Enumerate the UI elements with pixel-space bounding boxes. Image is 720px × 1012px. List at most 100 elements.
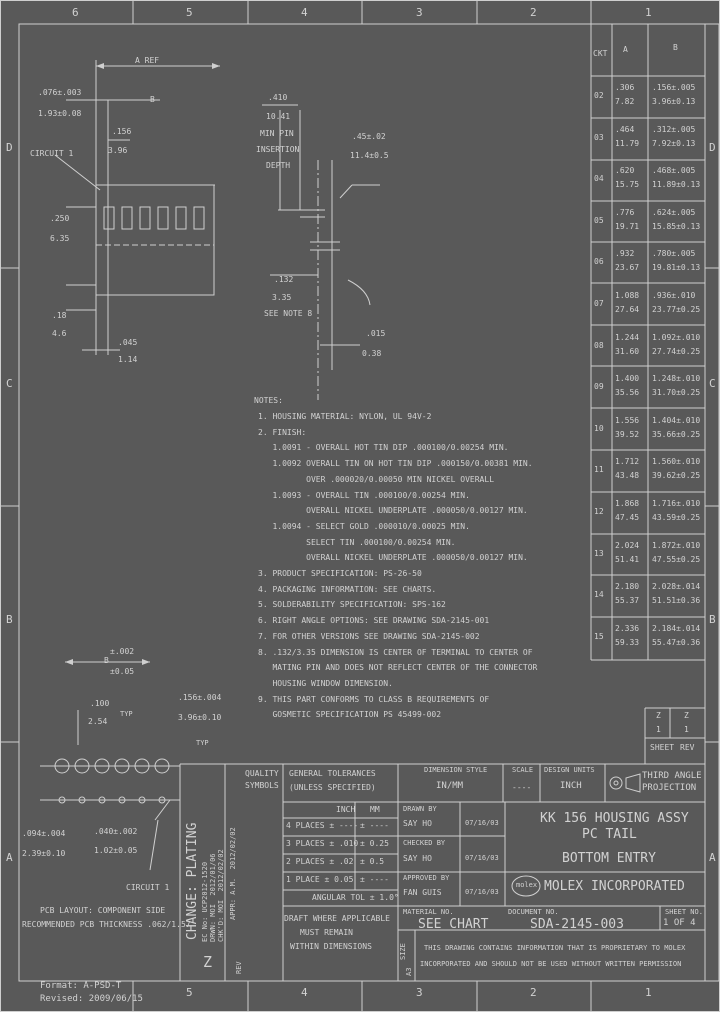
table-cell-b-mm: 47.55±0.25 xyxy=(652,554,701,564)
table-cell-b-mm: 27.74±0.25 xyxy=(652,346,701,356)
note-line: MATING PIN AND DOES NOT REFLECT CENTER O… xyxy=(258,663,538,673)
note-line: 1.0094 - SELECT GOLD .000010/0.00025 MIN… xyxy=(258,521,470,531)
note-line: 1. HOUSING MATERIAL: NYLON, UL 94V-2 xyxy=(258,412,432,421)
table-cell-ckt: 11 xyxy=(594,465,604,475)
pcb-layout xyxy=(40,661,180,871)
table-cell-ckt: 04 xyxy=(594,174,604,184)
table-cell-ckt: 09 xyxy=(594,382,604,392)
table-cell-b-inch: .468±.005 xyxy=(652,166,696,176)
footer-format: Format: A-PSD-T xyxy=(40,981,122,991)
note-line: 4. PACKAGING INFORMATION: SEE CHARTS. xyxy=(258,584,437,594)
table-cell-b-mm: 7.92±0.13 xyxy=(652,138,696,148)
zone-col-1: 1 xyxy=(645,6,652,19)
title-line-2: PC TAIL xyxy=(582,827,637,842)
table-cell-b-mm: 31.70±0.25 xyxy=(652,388,701,398)
dim-132: .132 xyxy=(274,275,294,284)
table-cell-a-inch: 1.712 xyxy=(615,457,640,467)
pcb-dim-156: .156±.004 xyxy=(178,693,222,702)
table-cell-a-mm: 7.82 xyxy=(615,97,635,106)
dim-335: 3.35 xyxy=(272,293,292,302)
tolerance-places: 4 PLACES ± ---- xyxy=(286,821,359,830)
zone-row-a: A xyxy=(6,851,13,864)
table-cell-a-inch: 2.336 xyxy=(615,623,640,633)
dim-250: .250 xyxy=(50,214,70,223)
sheet-rev-sheet-label: SHEET xyxy=(650,743,675,752)
top-view xyxy=(54,60,220,355)
title-line-3: BOTTOM ENTRY xyxy=(562,851,656,866)
dim-114: 1.14 xyxy=(118,355,138,364)
title-block-lines xyxy=(179,707,705,981)
checked-by-label: CHECKED BY xyxy=(403,839,446,847)
sheet-rev-1: 1 xyxy=(656,725,661,734)
table-cell-b-mm: 19.81±0.13 xyxy=(652,263,701,273)
dim-156: .156 xyxy=(112,127,132,136)
projection-label: PROJECTION xyxy=(642,783,697,793)
dimension-style: IN/MM xyxy=(436,781,464,791)
size-label: SIZE xyxy=(399,943,407,960)
pcb-dim-005: ±0.05 xyxy=(110,667,135,676)
zone-row-d-right: D xyxy=(709,141,716,154)
table-cell-a-mm: 23.67 xyxy=(615,263,640,273)
zone-col-4-bottom: 4 xyxy=(301,986,308,999)
zone-col-5: 5 xyxy=(186,6,193,19)
zone-row-c-right: C xyxy=(709,377,716,390)
note-line: 1.0091 - OVERALL HOT TIN DIP .000100/0.0… xyxy=(258,443,509,453)
third-angle-label: THIRD ANGLE xyxy=(642,771,702,781)
table-cell-b-mm: 3.96±0.13 xyxy=(652,97,696,106)
note-line: SELECT TIN .000100/0.00254 MIN. xyxy=(258,537,456,547)
table-cell-a-mm: 11.79 xyxy=(615,138,640,148)
table-cell-b-inch: .624±.005 xyxy=(652,207,696,217)
table-cell-a-mm: 15.75 xyxy=(615,180,640,190)
insertion-label: INSERTION xyxy=(256,145,300,154)
pcb-typ-2: TYP xyxy=(196,739,209,747)
table-cell-a-inch: 1.088 xyxy=(615,291,640,300)
pcb-dim-100: .100 xyxy=(90,699,110,708)
table-cell-ckt: 12 xyxy=(594,507,604,516)
table-cell-b-mm: 39.62±0.25 xyxy=(652,471,701,481)
design-units: INCH xyxy=(560,781,582,791)
table-cell-b-inch: 1.248±.010 xyxy=(652,374,701,384)
table-header-ckt: CKT xyxy=(593,49,608,58)
table-cell-b-mm: 51.51±0.36 xyxy=(652,596,701,606)
table-cell-ckt: 13 xyxy=(594,548,604,558)
table-header-b: B xyxy=(673,43,678,52)
dim-015: .015 xyxy=(366,329,386,338)
table-cell-b-mm: 11.89±0.13 xyxy=(652,180,701,190)
pcb-typ-1: TYP xyxy=(120,710,133,718)
sheet-rev-rev-label: REV xyxy=(680,743,695,752)
note-line: 6. RIGHT ANGLE OPTIONS: SEE DRAWING SDA-… xyxy=(258,616,490,626)
zone-col-3: 3 xyxy=(416,6,423,19)
zone-row-a-right: A xyxy=(709,851,716,864)
table-cell-a-inch: .464 xyxy=(615,124,635,134)
zone-col-2: 2 xyxy=(530,6,537,19)
table-cell-b-inch: 1.560±.010 xyxy=(652,457,701,467)
dim-45: .45±.02 xyxy=(352,132,386,141)
note-line: 9. THIS PART CONFORMS TO CLASS B REQUIRE… xyxy=(258,694,490,704)
size-value: A3 xyxy=(405,967,413,976)
table-cell-a-inch: 2.024 xyxy=(615,540,640,550)
quality-label: QUALITY xyxy=(245,769,279,778)
table-cell-a-mm: 59.33 xyxy=(615,637,640,647)
revision-rev-label: REV xyxy=(235,961,243,974)
table-cell-b-inch: 1.716±.010 xyxy=(652,499,701,508)
pcb-dim-239: 2.39±0.10 xyxy=(22,849,66,858)
title-line-1: KK 156 HOUSING ASSY xyxy=(540,811,689,826)
zone-col-4: 4 xyxy=(301,6,308,19)
revision-change: CHANGE: PLATING xyxy=(185,822,200,940)
dim-076: .076±.003 xyxy=(38,88,82,97)
revision-ec-4: APPR: A.M. 2012/02/02 xyxy=(229,827,237,920)
note-line: 2. FINISH: xyxy=(258,427,307,437)
table-cell-b-mm: 55.47±0.36 xyxy=(652,637,701,647)
symbols-label: SYMBOLS xyxy=(245,781,279,790)
tolerance-mm: ± ---- xyxy=(360,875,389,884)
table-cell-b-inch: 1.872±.010 xyxy=(652,540,701,550)
table-cell-b-inch: .156±.005 xyxy=(652,83,696,92)
sheet-label: SHEET NO. xyxy=(665,908,703,916)
dim-a-ref: A REF xyxy=(135,56,160,65)
table-cell-ckt: 07 xyxy=(594,299,604,308)
note-line: 8. .132/3.35 DIMENSION IS CENTER OF TERM… xyxy=(258,647,533,657)
table-cell-a-mm: 31.60 xyxy=(615,346,640,356)
pcb-dim-002: ±.002 xyxy=(110,647,135,656)
circuit-1-label: CIRCUIT 1 xyxy=(30,149,74,158)
